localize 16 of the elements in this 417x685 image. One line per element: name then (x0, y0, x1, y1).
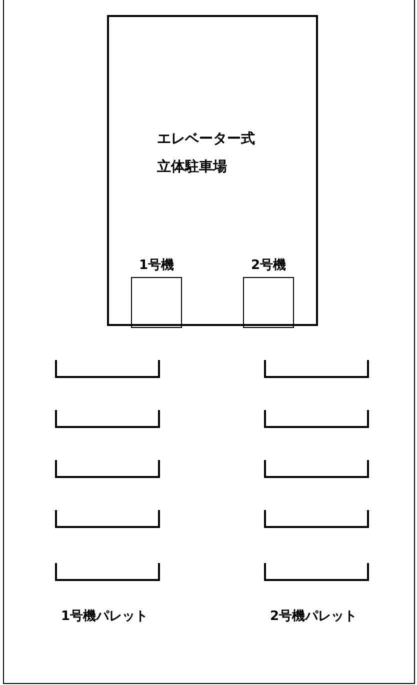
pallet-tray (264, 410, 369, 428)
pallet-tray (264, 563, 369, 581)
parking-building (107, 15, 318, 326)
pallet-tray (55, 510, 160, 528)
building-label: エレベーター式立体駐車場 (157, 131, 255, 175)
elevator-label: 2号機 (250, 257, 286, 275)
elevator-label: 1号機 (138, 257, 174, 275)
pallet-tray (55, 563, 160, 581)
pallet-tray (264, 510, 369, 528)
pallet-tray (55, 460, 160, 478)
pallet-tray (264, 360, 369, 378)
pallet-tray (55, 360, 160, 378)
pallet-tray (55, 410, 160, 428)
pallet-tray (264, 460, 369, 478)
pallet-caption: 1号機パレット (61, 608, 148, 626)
pallet-caption: 2号機パレット (270, 608, 358, 626)
